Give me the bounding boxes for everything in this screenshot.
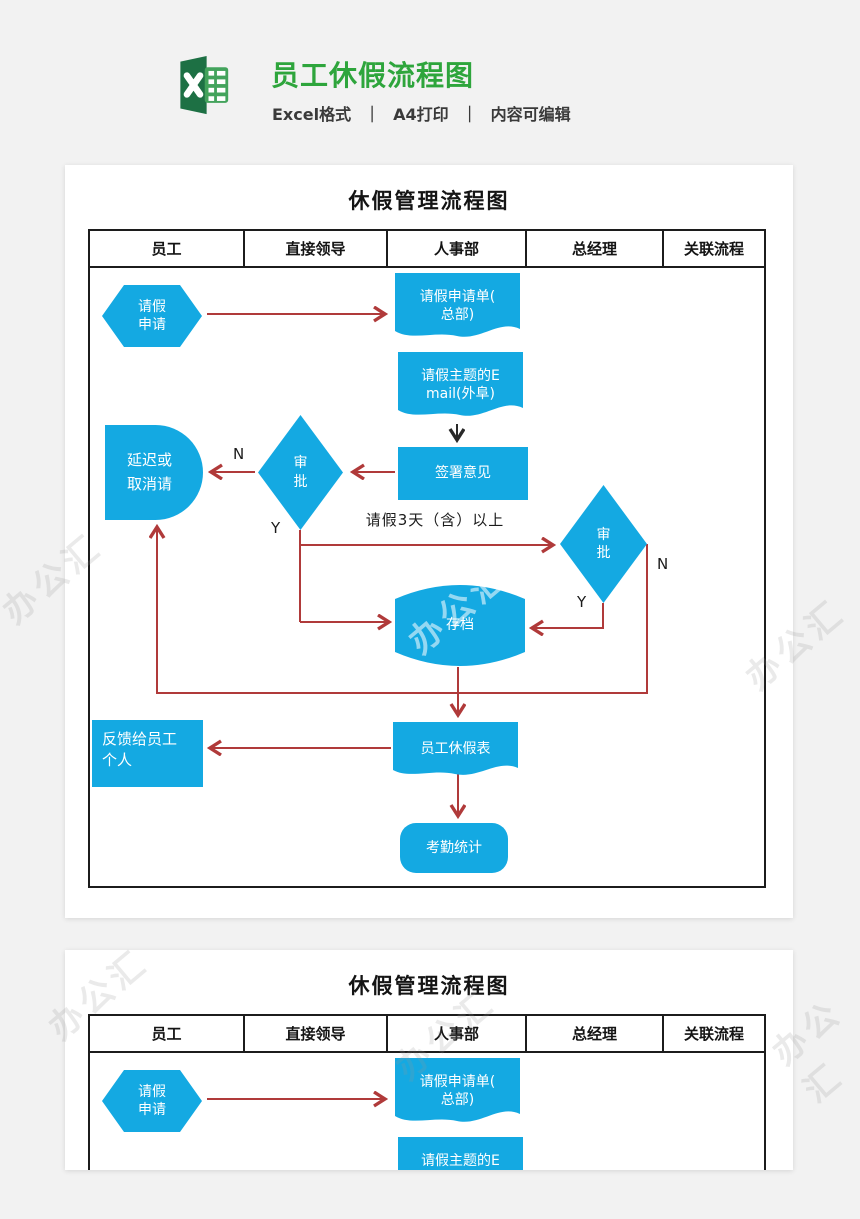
label-condition-3days: 请假3天（含）以上 bbox=[365, 511, 505, 529]
feature-editable: 内容可编辑 bbox=[490, 105, 571, 124]
lane-related-process: 关联流程 bbox=[683, 240, 744, 258]
node-employee-leave-table-document: 员工休假表 bbox=[393, 722, 518, 784]
lane-direct-leader: 直接领导 bbox=[245, 1016, 388, 1051]
excel-logo-icon bbox=[180, 55, 229, 115]
label-yes-2: Y bbox=[577, 593, 587, 611]
lane-hr-dept: 人事部 bbox=[388, 1016, 527, 1051]
page-title: 员工休假流程图 bbox=[271, 59, 475, 92]
swimlane-header-row: 员工 直接领导 人事部 总经理 关联流程 bbox=[90, 231, 764, 268]
node-archive-cylinder: 存档 bbox=[395, 583, 525, 668]
flowchart-title: 休假管理流程图 bbox=[348, 189, 510, 213]
flowchart-canvas: 休假管理流程图 员工 直接领导 人事部 总经理 关联流程 bbox=[65, 950, 793, 1170]
separator: ｜ bbox=[364, 105, 381, 124]
node-delay-or-cancel: 延迟或 取消请 bbox=[105, 425, 203, 520]
node-sign-opinion-rect: 签署意见 bbox=[398, 447, 528, 500]
node-leave-request-hexagon: 请假 申请 bbox=[102, 285, 202, 347]
lane-employee: 员工 bbox=[90, 1016, 245, 1051]
template-preview-card-2[interactable]: 休假管理流程图 员工 直接领导 人事部 总经理 关联流程 bbox=[65, 950, 793, 1170]
swimlane-header-row: 员工 直接领导 人事部 总经理 关联流程 bbox=[90, 1016, 764, 1053]
separator: ｜ bbox=[461, 105, 478, 124]
node-attendance-stats: 考勤统计 bbox=[400, 823, 508, 873]
site-header: 员工休假流程图 Excel格式 ｜ A4打印 ｜ 内容可编辑 bbox=[0, 0, 860, 150]
document-shape bbox=[395, 273, 520, 337]
document-shape bbox=[395, 1058, 520, 1122]
flowchart-title: 休假管理流程图 bbox=[348, 974, 510, 998]
feature-line: Excel格式 ｜ A4打印 ｜ 内容可编辑 bbox=[272, 101, 571, 125]
node-leave-form-hq-document: 请假申请单( 总部) bbox=[395, 1058, 520, 1132]
swimlane-table: 员工 直接领导 人事部 总经理 关联流程 bbox=[88, 1014, 766, 1170]
template-preview-card-1[interactable]: 休假管理流程图 员工 直接领导 人事部 总经理 关联流程 bbox=[65, 165, 793, 918]
node-leave-email-document: 请假主题的E mail(外阜) bbox=[398, 352, 523, 426]
feature-print: A4打印 bbox=[393, 105, 449, 124]
node-leave-request-hexagon: 请假 申请 bbox=[102, 1070, 202, 1132]
lane-direct-leader: 直接领导 bbox=[245, 231, 388, 266]
label-no-1: N bbox=[233, 445, 245, 463]
document-shape bbox=[398, 1137, 523, 1170]
label-no-2: N bbox=[657, 555, 669, 573]
node-leave-form-hq-document: 请假申请单( 总部) bbox=[395, 273, 520, 347]
lane-general-manager: 总经理 bbox=[527, 1016, 664, 1051]
lane-hr-dept: 人事部 bbox=[388, 231, 527, 266]
feature-format: Excel格式 bbox=[272, 105, 352, 124]
document-shape bbox=[393, 722, 518, 775]
document-shape bbox=[398, 352, 523, 416]
swimlane-table: 员工 直接领导 人事部 总经理 关联流程 bbox=[88, 229, 766, 888]
cylinder-shape bbox=[395, 585, 525, 666]
lane-general-manager: 总经理 bbox=[527, 231, 664, 266]
label-yes-1: Y bbox=[271, 519, 281, 537]
node-feedback-to-employee-rect: 反馈给员工 个人 bbox=[92, 720, 203, 787]
lane-employee: 员工 bbox=[90, 231, 245, 266]
lane-related-process: 关联流程 bbox=[683, 1025, 744, 1043]
flowchart-canvas: 休假管理流程图 员工 直接领导 人事部 总经理 关联流程 bbox=[65, 165, 793, 918]
node-leave-email-document: 请假主题的E mail(外阜) bbox=[398, 1137, 523, 1170]
